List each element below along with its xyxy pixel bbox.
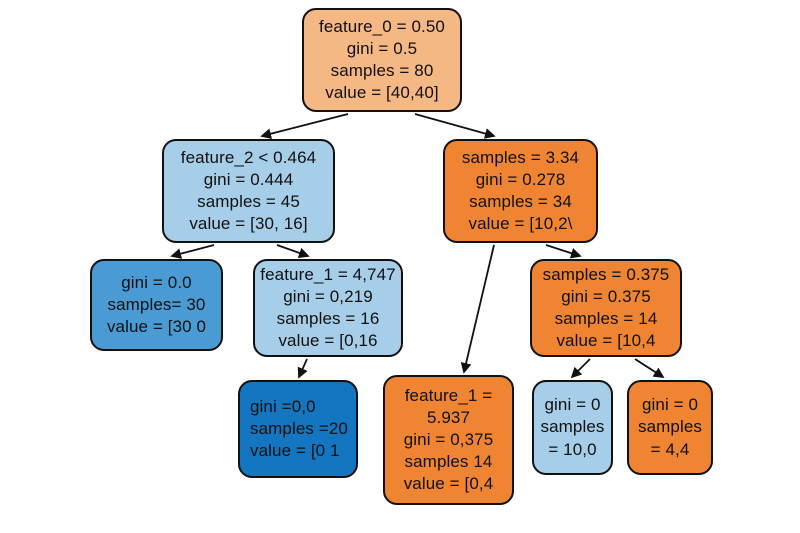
node-text-line: samples= 30 (107, 294, 206, 314)
edge-right-to-feature1-5937 (460, 244, 495, 374)
edge-root-to-right (414, 113, 496, 139)
node-text-line: feature_2 < 0.464 (180, 147, 317, 167)
edge-left-to-leaf1 (170, 244, 215, 259)
node-text-line: gini = 0.5 (346, 38, 418, 58)
node-text-line: = 10,0 (548, 439, 597, 459)
node-text-line: gini = 0 (641, 395, 699, 415)
node-text-line: samples = 80 (330, 61, 434, 80)
edge-root-to-left (260, 113, 349, 140)
edge-right-to-samples0375 (545, 244, 582, 259)
node-text-line: samples (637, 417, 702, 437)
node-text-line: value = [40,40] (325, 83, 439, 103)
node-text-line: gini = 0.444 (203, 169, 294, 189)
node-text-line: gini = 0,375 (403, 429, 494, 449)
node-text-line: feature_0 = 0.50 (319, 16, 445, 36)
node-text-line: samples = 45 (197, 192, 300, 211)
node-text-line: feature_1 = (404, 385, 493, 405)
node-text-line: gini = 0 (544, 395, 601, 415)
node-text-line: gini = 0.278 (475, 169, 566, 189)
node-text-line: feature_1 = 4,747 (260, 264, 396, 284)
node-text-line: samples =20 (250, 418, 348, 438)
node-text-line: value = [10,2\ (468, 214, 573, 234)
edge-samples0375-to-lightblue (570, 358, 591, 379)
edge-left-to-feature1 (276, 244, 310, 259)
node-text-line: samples (540, 417, 605, 437)
node-text-line: samples = 14 (554, 309, 658, 328)
node-text-line: samples = 16 (276, 309, 380, 328)
node-text-line: value = [0,4 (403, 474, 494, 494)
node-text-line: 5.937 (426, 407, 471, 427)
node-text-line: gini = 0.375 (561, 286, 651, 306)
node-text-line: value = [30, 16] (189, 214, 308, 234)
edge-samples0375-to-orange (634, 358, 665, 378)
edge-feature1-to-darkblue (297, 358, 308, 379)
node-text-line: gini = 0,219 (283, 286, 373, 306)
node-text-line: value = [0 1 (250, 441, 340, 461)
node-text-line: gini =0,0 (250, 396, 316, 416)
node-text-line: value = [0,16 (278, 331, 378, 351)
node-text-line: samples = 3.34 (461, 147, 580, 167)
node-text-line: samples = 0.375 (542, 264, 670, 284)
node-text-line: samples 14 (404, 452, 493, 472)
node-text-line: value = [10,4 (556, 331, 656, 351)
node-text-line: gini = 0.0 (121, 272, 192, 292)
node-text-line: samples = 34 (469, 192, 572, 211)
node-text-line: value = [30 0 (106, 317, 207, 337)
node-text-line: = 4,4 (650, 439, 690, 459)
